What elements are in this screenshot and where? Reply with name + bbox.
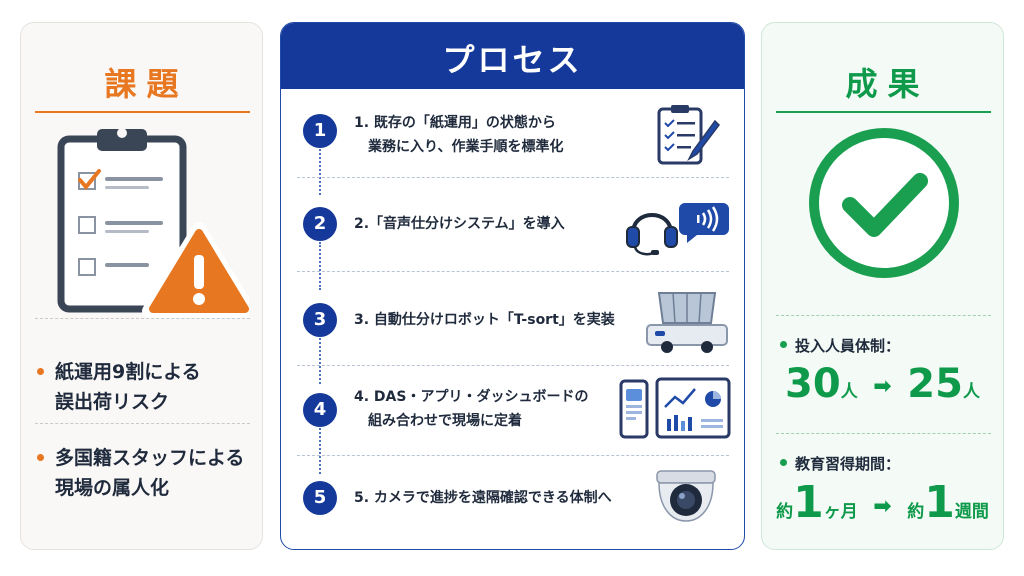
results-title-rule: [776, 111, 991, 113]
issues-title: 課題: [104, 65, 189, 103]
issues-panel: 課題 紙運用9割による 誤出荷リスク 多国籍スタッフによる 現場の属人化: [20, 22, 263, 550]
training-label: 教育習得期間：: [780, 453, 900, 474]
results-panel: 成果 投入人員体制： 30人 ➡ 25人 教育習得期間： 約1ヶ月 ➡ 約1週間: [761, 22, 1004, 550]
step-connector: [319, 149, 321, 195]
step-number-1: 1: [303, 114, 337, 148]
issue-item: 多国籍スタッフによる 現場の属人化: [37, 443, 252, 503]
step-text-2: 2.「音声仕分けシステム」を導入: [354, 216, 565, 232]
training-values: 約1ヶ月 ➡ 約1週間: [776, 477, 989, 528]
results-title: 成果: [845, 65, 930, 103]
step-separator: [297, 365, 729, 366]
step-separator: [297, 455, 729, 456]
divider: [776, 433, 991, 434]
step-connector: [319, 338, 321, 384]
dashboard-icon: [619, 377, 731, 439]
divider: [35, 423, 250, 424]
divider: [35, 318, 250, 319]
step-number-2: 2: [303, 207, 337, 241]
process-header: プロセス: [281, 23, 744, 89]
headset-icon: [626, 203, 729, 256]
step-number-5: 5: [303, 481, 337, 515]
divider: [776, 315, 991, 316]
clipboard-warning-icon: [57, 128, 249, 318]
step-connector: [319, 242, 321, 290]
bullet: [37, 454, 44, 461]
step-text-3: 3. 自動仕分けロボット「T-sort」を実装: [354, 312, 615, 328]
bullet: [37, 368, 44, 375]
issues-title-rule: [35, 111, 250, 113]
step-text-1: 1. 既存の「紙運用」の状態から 業務に入り、作業手順を標準化: [354, 115, 564, 155]
camera-icon: [656, 470, 716, 522]
step-text-5: 5. カメラで進捗を遠隔確認できる体制へ: [354, 490, 612, 506]
step-separator: [297, 177, 729, 178]
arrow-right-icon: ➡: [873, 494, 892, 519]
step-connector: [319, 428, 321, 474]
robot-icon: [646, 292, 728, 353]
staffing-label: 投入人員体制：: [780, 335, 900, 356]
bullet: [780, 341, 787, 348]
step-number-4: 4: [303, 393, 337, 427]
step-text-4: 4. DAS・アプリ・ダッシュボードの 組み合わせで現場に定着: [354, 389, 589, 429]
clipboard-pen-icon: [657, 105, 720, 165]
arrow-right-icon: ➡: [873, 374, 892, 399]
process-panel: プロセス 1 1. 既存の「紙運用」の状態から 業務に入り、作業手順を標準化 2…: [280, 22, 745, 550]
check-circle-icon: [809, 128, 959, 278]
step-separator: [297, 271, 729, 272]
bullet: [780, 459, 787, 466]
step-number-3: 3: [303, 303, 337, 337]
process-title: プロセス: [442, 41, 583, 79]
staffing-values: 30人 ➡ 25人: [785, 361, 980, 407]
issue-item: 紙運用9割による 誤出荷リスク: [37, 357, 252, 417]
